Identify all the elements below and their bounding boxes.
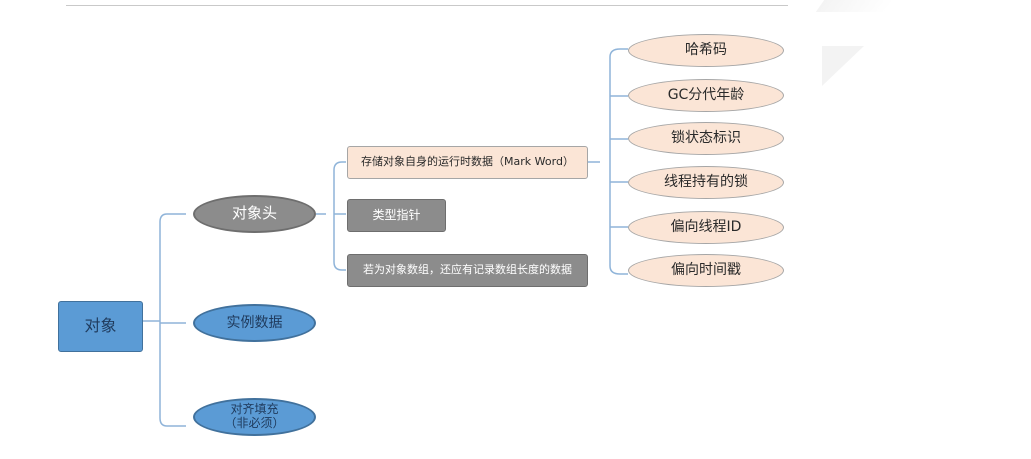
hash-code-node: 哈希码 bbox=[628, 34, 784, 67]
gc-age-label: GC分代年龄 bbox=[667, 87, 745, 104]
gc-age-node: GC分代年龄 bbox=[628, 79, 784, 112]
biased-thread-id-label: 偏向线程ID bbox=[670, 219, 742, 236]
root-label: 对象 bbox=[84, 316, 117, 336]
root-node: 对象 bbox=[58, 301, 143, 352]
type-pointer-label: 类型指针 bbox=[372, 207, 421, 222]
padding-label: 对齐填充（非必须） bbox=[224, 402, 285, 430]
thread-lock-label: 线程持有的锁 bbox=[664, 174, 748, 191]
array-length-label: 若为对象数组，还应有记录数组长度的数据 bbox=[363, 263, 572, 277]
instance-data-node: 实例数据 bbox=[193, 304, 316, 342]
mark-word-node: 存储对象自身的运行时数据（Mark Word） bbox=[347, 146, 588, 179]
instance-data-label: 实例数据 bbox=[226, 314, 283, 331]
lock-state-label: 锁状态标识 bbox=[671, 130, 741, 147]
array-length-node: 若为对象数组，还应有记录数组长度的数据 bbox=[347, 254, 588, 287]
top-divider bbox=[66, 5, 788, 6]
biased-timestamp-label: 偏向时间戳 bbox=[671, 262, 741, 279]
type-pointer-node: 类型指针 bbox=[347, 199, 446, 232]
markword-bracket bbox=[588, 48, 621, 275]
biased-timestamp-node: 偏向时间戳 bbox=[628, 254, 784, 287]
lock-state-node: 锁状态标识 bbox=[628, 122, 784, 155]
header-bracket bbox=[316, 161, 343, 271]
thread-lock-node: 线程持有的锁 bbox=[628, 166, 784, 199]
root-bracket bbox=[142, 213, 168, 427]
hash-code-label: 哈希码 bbox=[685, 42, 727, 59]
object-header-label: 对象头 bbox=[231, 204, 277, 223]
object-header-node: 对象头 bbox=[193, 195, 316, 233]
padding-node: 对齐填充（非必须） bbox=[193, 398, 316, 436]
mark-word-label: 存储对象自身的运行时数据（Mark Word） bbox=[361, 155, 574, 169]
biased-thread-id-node: 偏向线程ID bbox=[628, 211, 784, 244]
